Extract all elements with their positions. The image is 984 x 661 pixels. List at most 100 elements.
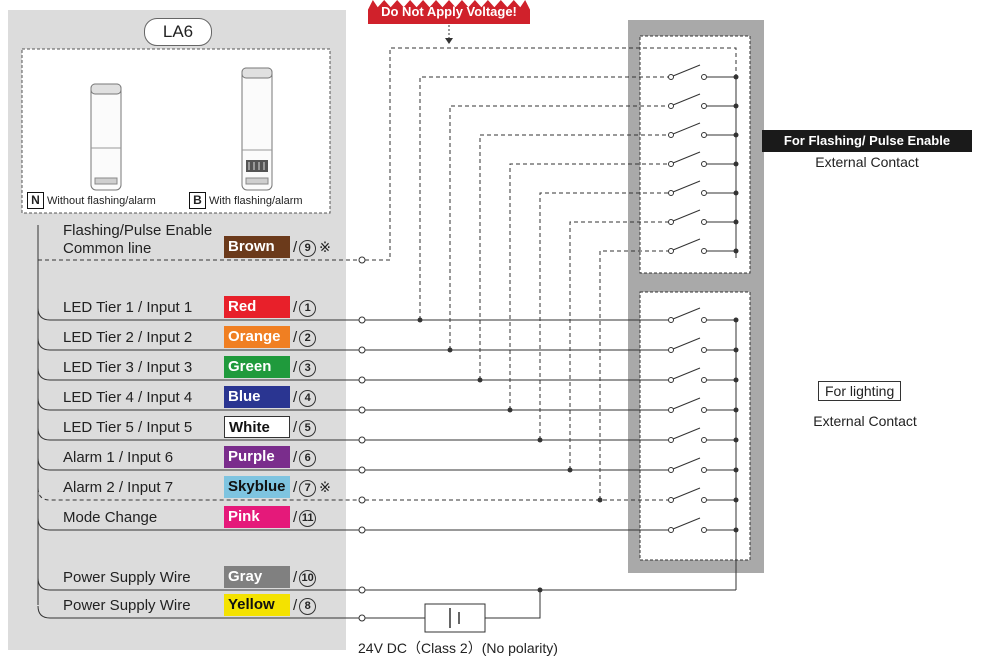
wire-pin: /4 <box>293 387 319 408</box>
wire-pin-number: 1 <box>299 300 317 317</box>
wire-line <box>37 517 362 531</box>
switch-terminal <box>701 347 707 353</box>
wire-line <box>37 397 362 411</box>
switch-blade <box>672 367 701 380</box>
switch-terminal <box>668 467 674 473</box>
switch-blade <box>672 180 701 193</box>
flash-branch-line <box>509 163 668 410</box>
model-options-box <box>21 48 331 214</box>
wire-terminal <box>358 496 366 504</box>
wire-color-chip: Gray <box>224 566 290 588</box>
wire-pin: /1 <box>293 297 319 318</box>
wire-pin: /10 <box>293 567 319 588</box>
bus-junction-dot <box>733 248 739 254</box>
wire-label: LED Tier 1 / Input 1 <box>63 299 193 316</box>
bus-junction-dot <box>733 467 739 473</box>
switch-terminal <box>701 248 707 254</box>
common-line-pin: /9※ <box>293 239 331 257</box>
switch-terminal <box>668 317 674 323</box>
flash-branch-line <box>479 134 668 380</box>
wire-pin-number: 8 <box>299 598 317 615</box>
switch-blade <box>672 64 701 77</box>
wire-label: Power Supply Wire <box>63 597 191 614</box>
switch-terminal <box>668 527 674 533</box>
wire-pin-number: 5 <box>299 420 317 437</box>
lighting-contact-box <box>639 291 751 561</box>
wire-terminal <box>358 586 366 594</box>
wire-terminal <box>358 316 366 324</box>
wire-pin: /3 <box>293 357 319 378</box>
switch-terminal <box>701 74 707 80</box>
switch-terminal <box>701 132 707 138</box>
switch-blade <box>672 307 701 320</box>
model-name: LA6 <box>144 18 212 46</box>
wire-terminal <box>358 406 366 414</box>
power-source-positive <box>485 590 541 619</box>
bus-junction-dot <box>733 407 739 413</box>
wire-pin-number: 11 <box>299 510 317 527</box>
common-line-note: ※ <box>319 239 331 255</box>
wire-pin: /2 <box>293 327 319 348</box>
wire-color-chip: Purple <box>224 446 290 468</box>
product-image-b <box>241 67 273 191</box>
switch-blade <box>672 337 701 350</box>
switch-terminal <box>668 74 674 80</box>
wire-color-chip: Orange <box>224 326 290 348</box>
switch-terminal <box>701 407 707 413</box>
bus-junction-dot <box>733 132 739 138</box>
flash-branch-line <box>569 221 668 470</box>
wire-label: LED Tier 4 / Input 4 <box>63 389 193 406</box>
switch-terminal <box>668 161 674 167</box>
common-line-wire <box>37 232 362 261</box>
wire-line <box>37 307 362 321</box>
switch-terminal <box>701 103 707 109</box>
wire-pin: /8 <box>293 595 319 616</box>
switch-terminal <box>668 377 674 383</box>
switch-terminal <box>701 497 707 503</box>
warning-pointer-head <box>445 38 453 44</box>
power-source-box <box>424 603 486 633</box>
bus-junction-dot <box>733 74 739 80</box>
wire-label: Power Supply Wire <box>63 569 191 586</box>
wire-color-chip: Red <box>224 296 290 318</box>
switch-terminal <box>668 190 674 196</box>
wire-pin-number: 2 <box>299 330 317 347</box>
common-line-pin-number: 9 <box>299 240 317 257</box>
flash-branch-line <box>419 76 668 320</box>
flashing-block-title: For Flashing/ Pulse Enable <box>762 130 972 152</box>
bus-junction-dot <box>733 161 739 167</box>
switch-blade <box>672 93 701 106</box>
wire-color-chip: Blue <box>224 386 290 408</box>
wire-pin: /5 <box>293 417 319 438</box>
switch-blade <box>672 427 701 440</box>
wire-pin-number: 4 <box>299 390 317 407</box>
common-line-label-2: Common line <box>63 240 152 257</box>
wire-label: Alarm 2 / Input 7 <box>63 479 174 496</box>
switch-blade <box>672 238 701 251</box>
option-n-label: Without flashing/alarm <box>47 195 156 207</box>
switch-terminal <box>701 467 707 473</box>
wire-pin: /6 <box>293 447 319 468</box>
bus-junction-dot <box>733 437 739 443</box>
switch-terminal <box>701 219 707 225</box>
wire-label: LED Tier 3 / Input 3 <box>63 359 193 376</box>
switch-terminal <box>668 497 674 503</box>
wire-color-chip: Skyblue <box>224 476 290 498</box>
switch-terminal <box>701 527 707 533</box>
switch-blade <box>672 151 701 164</box>
switch-blade <box>672 397 701 410</box>
wire-terminal <box>358 436 366 444</box>
common-line-route <box>365 47 737 261</box>
common-line-label-1: Flashing/Pulse Enable <box>63 222 213 239</box>
wire-terminal <box>358 346 366 354</box>
switch-terminal <box>668 103 674 109</box>
switch-blade <box>672 487 701 500</box>
flash-branch-line <box>599 250 668 500</box>
wire-label: Alarm 1 / Input 6 <box>63 449 174 466</box>
switch-blade <box>672 122 701 135</box>
wire-terminal <box>358 526 366 534</box>
common-line-color-chip: Brown <box>224 236 290 258</box>
wire-line <box>37 367 362 381</box>
